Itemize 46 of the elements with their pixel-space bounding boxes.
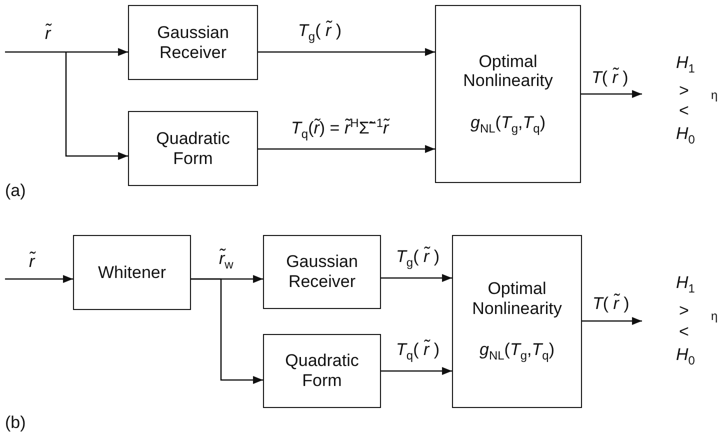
block-label: Optimal Nonlinearity bbox=[471, 279, 563, 318]
text-label: H$_{0}$ bbox=[676, 125, 695, 146]
block-box bbox=[263, 235, 381, 309]
arrow bbox=[258, 145, 435, 153]
block-box bbox=[128, 5, 258, 80]
edge-label: r̃ bbox=[29, 253, 35, 270]
block-label: Quadratic Form bbox=[155, 128, 231, 168]
text-label: H$_{0}$ bbox=[676, 346, 695, 366]
function-label: g$_{NL}$(T$_{g}$,T$_{q}$) bbox=[479, 340, 555, 364]
text-label: > bbox=[679, 302, 689, 318]
arrow bbox=[258, 48, 435, 56]
arrow bbox=[65, 52, 128, 160]
text-label: (a) bbox=[5, 182, 26, 198]
arrow bbox=[381, 274, 452, 282]
edge-label: T( r̃ ) bbox=[592, 295, 630, 312]
text-label: η bbox=[711, 310, 718, 322]
block-label: Quadratic Form bbox=[284, 351, 360, 391]
block-label: Gaussian Receiver bbox=[156, 22, 230, 62]
arrow bbox=[191, 278, 263, 384]
text-label: (b) bbox=[5, 414, 26, 430]
arrow bbox=[5, 275, 73, 283]
edge-label: T$_{g}$( r̃ ) bbox=[396, 248, 440, 268]
text-label: H$_{1}$ bbox=[676, 274, 695, 294]
arrow bbox=[381, 367, 452, 375]
block-box bbox=[263, 334, 381, 408]
edge-label: T$_{g}$( r̃ ) bbox=[298, 22, 342, 42]
arrow bbox=[582, 317, 642, 325]
edge-label: T$_{q}$( r̃ ) bbox=[396, 341, 440, 362]
block-box bbox=[452, 235, 582, 408]
text-label: H$_{1}$ bbox=[676, 54, 695, 74]
block-label: Gaussian Receiver bbox=[285, 252, 359, 292]
text-label: < bbox=[679, 322, 689, 340]
block-label: Optimal Nonlinearity bbox=[462, 52, 554, 91]
edge-label: T( r̃ ) bbox=[592, 69, 628, 86]
block-box bbox=[435, 5, 581, 183]
block-box bbox=[128, 111, 258, 186]
arrow bbox=[5, 48, 128, 56]
block-box bbox=[73, 235, 191, 310]
text-label: η bbox=[711, 88, 718, 100]
edge-label: r̃ bbox=[45, 25, 51, 42]
edge-label: r̃$_{w}$ bbox=[219, 250, 234, 270]
arrow bbox=[581, 90, 642, 98]
text-label: < bbox=[679, 102, 689, 118]
text-label: > bbox=[679, 82, 689, 98]
block-label: Whitener bbox=[98, 262, 166, 282]
function-label: g$_{NL}$(T$_{g}$,T$_{q}$) bbox=[470, 112, 546, 136]
